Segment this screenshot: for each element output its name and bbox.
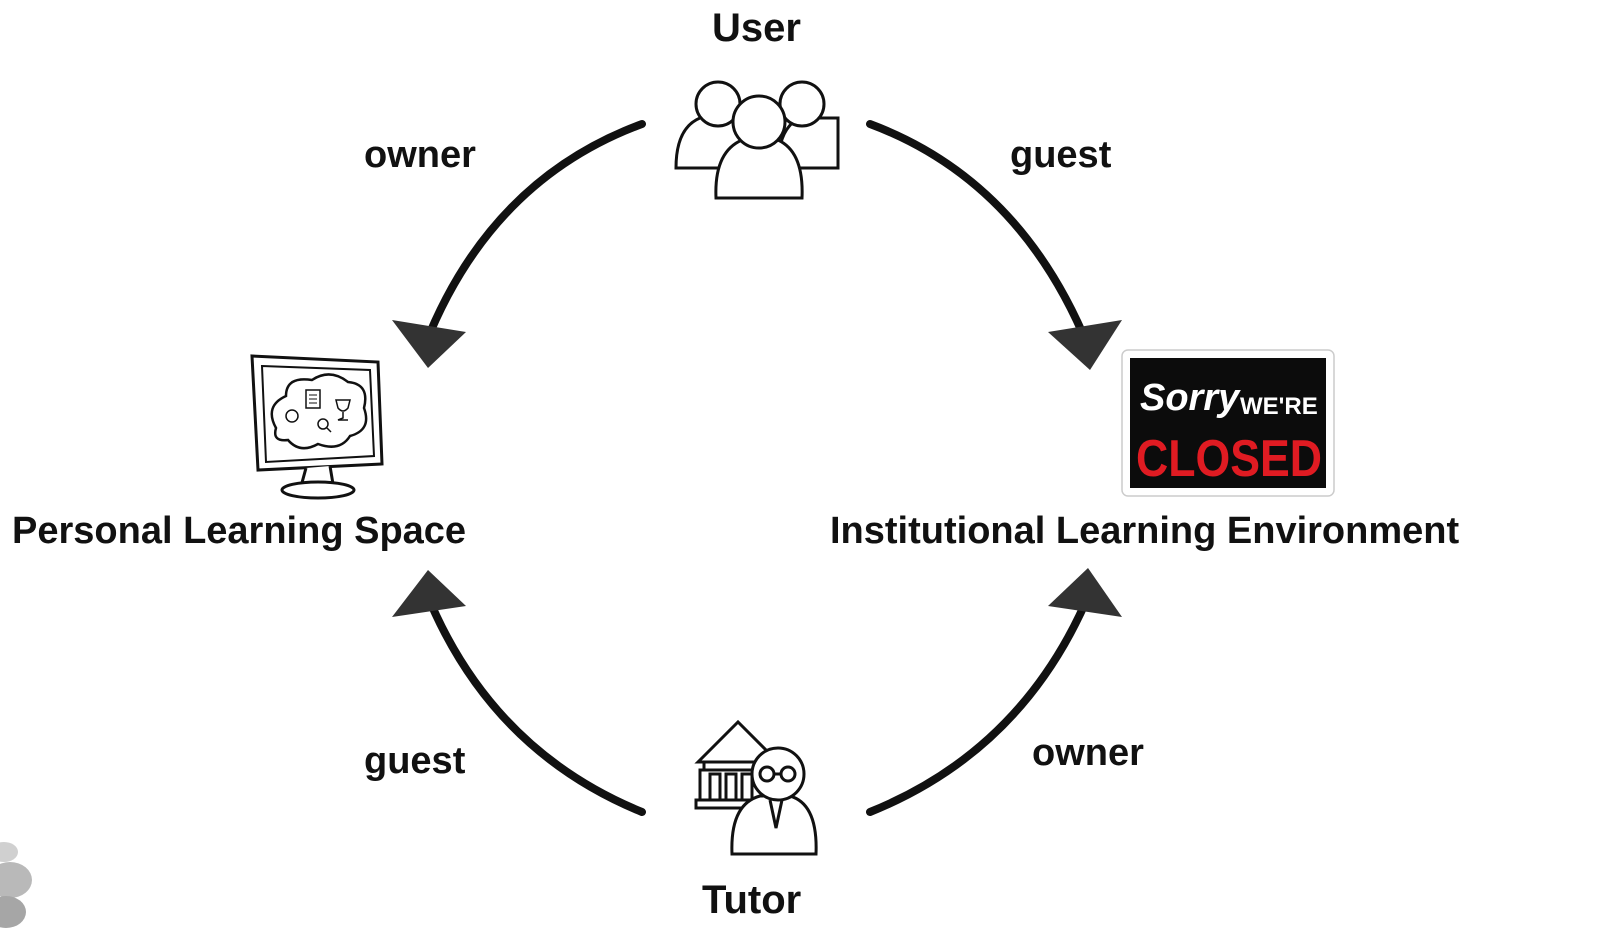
edge-label-tutor-ile: owner — [1032, 732, 1144, 774]
node-tutor-label: Tutor — [702, 878, 802, 922]
tutor-institution-icon — [694, 719, 818, 856]
monitor-cloud-icon — [250, 354, 384, 500]
sign-script-text: Sorry — [1140, 377, 1241, 419]
sign-small-text: WE'RE — [1240, 393, 1318, 420]
arrow-user-to-ile — [866, 120, 1122, 370]
arrow-tutor-to-pls — [392, 570, 646, 816]
node-user-label: User — [712, 6, 801, 50]
node-pls-label: Personal Learning Space — [12, 510, 467, 552]
closed-sign-icon: Sorry WE'RE CLOSED — [1121, 349, 1335, 497]
user-group-icon — [674, 80, 840, 200]
sign-big-text: CLOSED — [1136, 430, 1322, 488]
arrow-user-to-pls — [392, 120, 646, 368]
edge-label-user-ile: guest — [1010, 134, 1112, 176]
node-ile-label: Institutional Learning Environment — [830, 510, 1460, 552]
edge-label-tutor-pls: guest — [364, 740, 466, 782]
edge-label-user-pls: owner — [364, 134, 476, 176]
stones-decoration — [0, 842, 32, 928]
arrow-tutor-to-ile — [866, 568, 1122, 816]
